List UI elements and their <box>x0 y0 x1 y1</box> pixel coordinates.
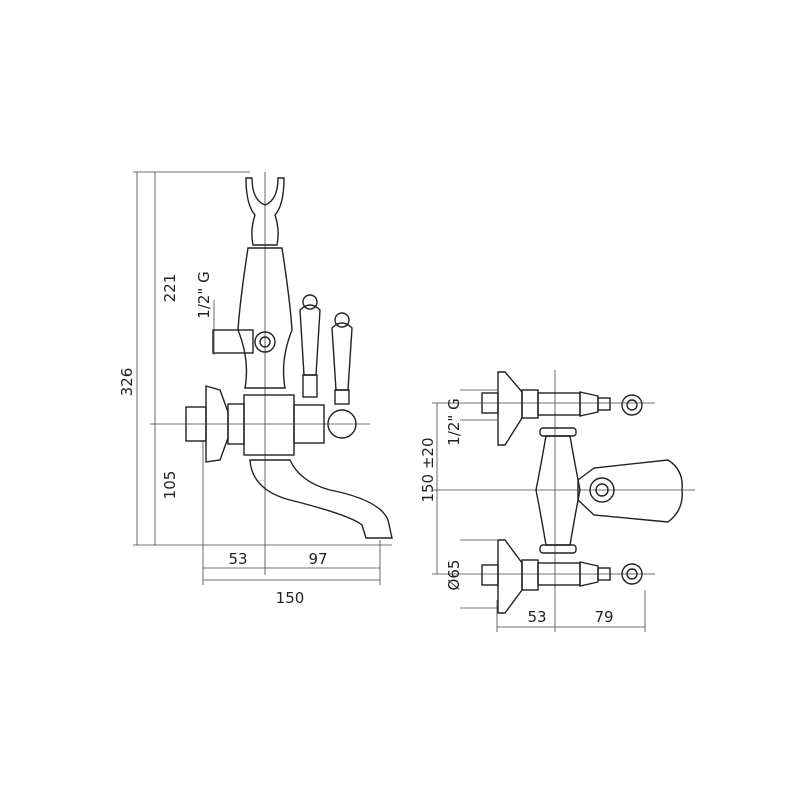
mixer-side-outline <box>185 177 393 539</box>
dim-thread-front: 1/2" G <box>445 398 463 445</box>
dim-wall-to-axis-front: 53 <box>527 608 546 626</box>
dim-total-height: 326 <box>118 368 136 397</box>
dim-axis-to-handle: 79 <box>594 608 613 626</box>
front-view: 150 ±20 1/2" G Ø65 53 79 <box>419 370 695 632</box>
dim-center-distance: 150 ±20 <box>419 437 437 502</box>
dim-axis-to-spout: 97 <box>308 550 327 568</box>
dim-thread: 1/2" G <box>195 271 213 318</box>
side-view: 326 221 105 1/2" G 53 97 150 <box>118 171 393 607</box>
dim-upper-height: 221 <box>161 274 179 303</box>
mixer-front-outline <box>481 371 683 614</box>
dim-wall-to-axis: 53 <box>228 550 247 568</box>
front-dimension-lines <box>432 370 695 632</box>
side-dimension-lines <box>133 171 392 585</box>
dim-total-depth: 150 <box>276 589 305 607</box>
dim-flange-diameter: Ø65 <box>445 560 463 591</box>
dim-lower-height: 105 <box>161 471 179 500</box>
